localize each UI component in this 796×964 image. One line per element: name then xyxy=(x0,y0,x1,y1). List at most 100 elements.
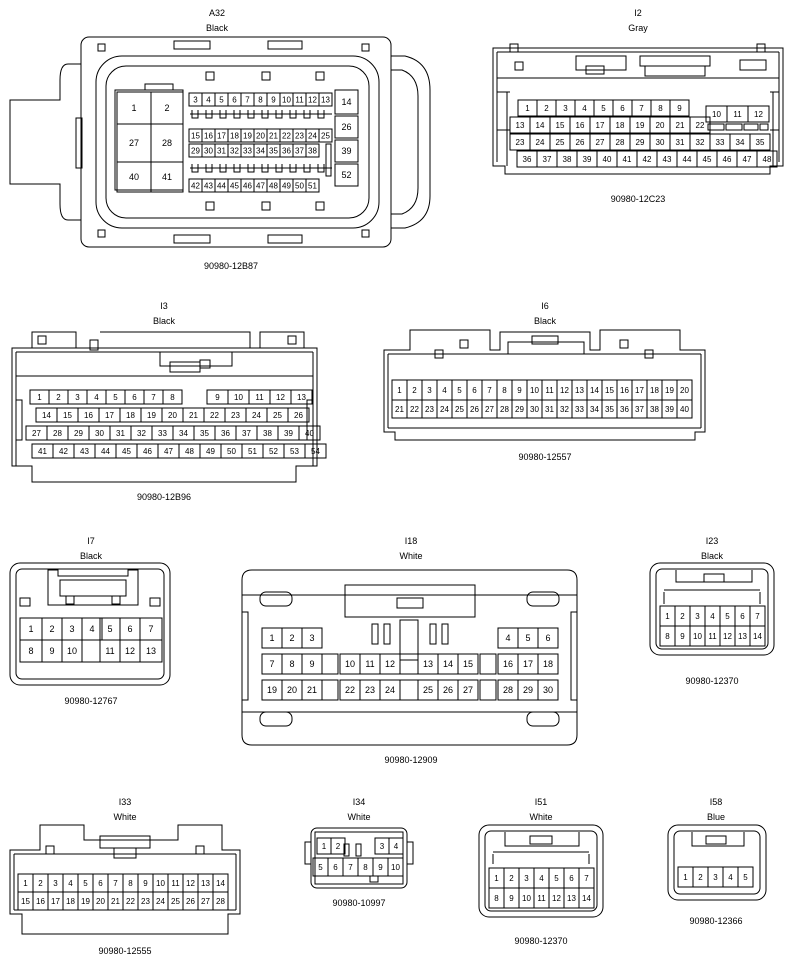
pin-number: 53 xyxy=(290,447,299,456)
pin-number: 10 xyxy=(345,659,355,669)
pin-cell xyxy=(139,639,163,663)
pin-number: 30 xyxy=(204,146,213,155)
pin-number: 6 xyxy=(569,874,574,883)
pin-number: 9 xyxy=(680,632,685,641)
pin-cell xyxy=(676,399,693,419)
pin-number: 31 xyxy=(116,429,125,438)
pin-number: 11 xyxy=(365,659,374,669)
pin-number: 24 xyxy=(252,411,261,420)
i3-connector-color: Black xyxy=(153,316,176,326)
pin-number: 5 xyxy=(318,863,323,872)
i7-part-number: 90980-12767 xyxy=(64,696,117,706)
pin-number: 10 xyxy=(156,879,165,888)
i3-connector-id: I3 xyxy=(160,301,168,311)
pin-number: 27 xyxy=(596,138,605,147)
i51-connector-color: White xyxy=(529,812,552,822)
pin-number: 37 xyxy=(295,146,304,155)
pin-number: 6 xyxy=(545,633,550,643)
pin-number: 20 xyxy=(256,131,265,140)
pin-number: 12 xyxy=(552,894,561,903)
pin-number: 6 xyxy=(472,386,477,395)
connector-i6 xyxy=(383,329,706,441)
pin-number: 47 xyxy=(256,181,265,190)
pin-number: 29 xyxy=(74,429,83,438)
pin-number: 47 xyxy=(164,447,173,456)
pin-cell xyxy=(334,89,359,115)
pin-number: 36 xyxy=(620,405,629,414)
pin-number: 8 xyxy=(665,632,670,641)
pin-number: 4 xyxy=(442,386,447,395)
pin-cell xyxy=(301,627,323,649)
pin-number: 1 xyxy=(683,873,688,882)
connector-a32 xyxy=(9,36,431,248)
pin-number: 28 xyxy=(500,405,509,414)
pin-number: 22 xyxy=(210,411,219,420)
pin-number: 46 xyxy=(143,447,152,456)
pin-number: 13 xyxy=(567,894,576,903)
pin-number: 20 xyxy=(287,685,297,695)
pin-number: 31 xyxy=(217,146,226,155)
pin-cell xyxy=(334,115,359,139)
pin-number: 15 xyxy=(63,411,72,420)
pin-number: 23 xyxy=(295,131,304,140)
pin-number: 5 xyxy=(554,874,559,883)
pin-number: 10 xyxy=(712,110,721,119)
pin-number: 32 xyxy=(560,405,569,414)
i34-connector-id: I34 xyxy=(353,797,366,807)
pin-number: 15 xyxy=(21,897,30,906)
pin-number: 20 xyxy=(656,121,665,130)
pin-cell xyxy=(334,163,359,187)
pin-number: 7 xyxy=(245,95,250,104)
pin-number: 1 xyxy=(269,633,274,643)
pin-number: 48 xyxy=(185,447,194,456)
pin-cell xyxy=(298,425,321,441)
pin-number: 5 xyxy=(83,879,88,888)
pin-number: 31 xyxy=(545,405,554,414)
pin-number: 19 xyxy=(147,411,156,420)
i18-part-number: 90980-12909 xyxy=(384,755,437,765)
pin-cell xyxy=(457,653,479,675)
pin-number: 13 xyxy=(321,95,330,104)
pin-number: 22 xyxy=(410,405,419,414)
a32-connector-id: A32 xyxy=(209,8,225,18)
pin-number: 36 xyxy=(221,429,230,438)
connector-i2 xyxy=(492,43,784,175)
pin-number: 8 xyxy=(658,104,663,113)
pin-number: 5 xyxy=(107,624,112,634)
pin-number: 30 xyxy=(543,685,553,695)
pin-number: 25 xyxy=(273,411,282,420)
pin-number: 14 xyxy=(42,411,51,420)
pin-number: 6 xyxy=(127,624,132,634)
pin-number: 52 xyxy=(269,447,278,456)
pin-number: 9 xyxy=(677,104,682,113)
pin-number: 10 xyxy=(522,894,531,903)
pin-number: 14 xyxy=(341,97,351,107)
pin-number: 6 xyxy=(333,863,338,872)
pin-cell xyxy=(725,123,743,131)
pin-number: 38 xyxy=(308,146,317,155)
pin-number: 19 xyxy=(243,131,252,140)
pin-number: 27 xyxy=(32,429,41,438)
i3-part-number: 90980-12B96 xyxy=(137,492,191,502)
pin-number: 24 xyxy=(440,405,449,414)
i7-connector-id: I7 xyxy=(87,536,95,546)
pin-number: 22 xyxy=(345,685,355,695)
pin-number: 35 xyxy=(605,405,614,414)
i33-connector-id: I33 xyxy=(119,797,132,807)
pin-cell xyxy=(334,139,359,163)
pin-number: 44 xyxy=(217,181,226,190)
pin-number: 5 xyxy=(743,873,748,882)
pin-cell xyxy=(759,123,769,131)
pin-number: 8 xyxy=(494,894,499,903)
pin-cell xyxy=(388,837,404,855)
pin-number: 17 xyxy=(596,121,605,130)
pin-number: 16 xyxy=(84,411,93,420)
pin-number: 44 xyxy=(101,447,110,456)
pin-number: 3 xyxy=(427,386,432,395)
pin-number: 4 xyxy=(728,873,733,882)
pin-number: 35 xyxy=(756,138,765,147)
i34-part-number: 90980-10997 xyxy=(332,898,385,908)
pin-number: 25 xyxy=(556,138,565,147)
i58-connector-id: I58 xyxy=(710,797,723,807)
